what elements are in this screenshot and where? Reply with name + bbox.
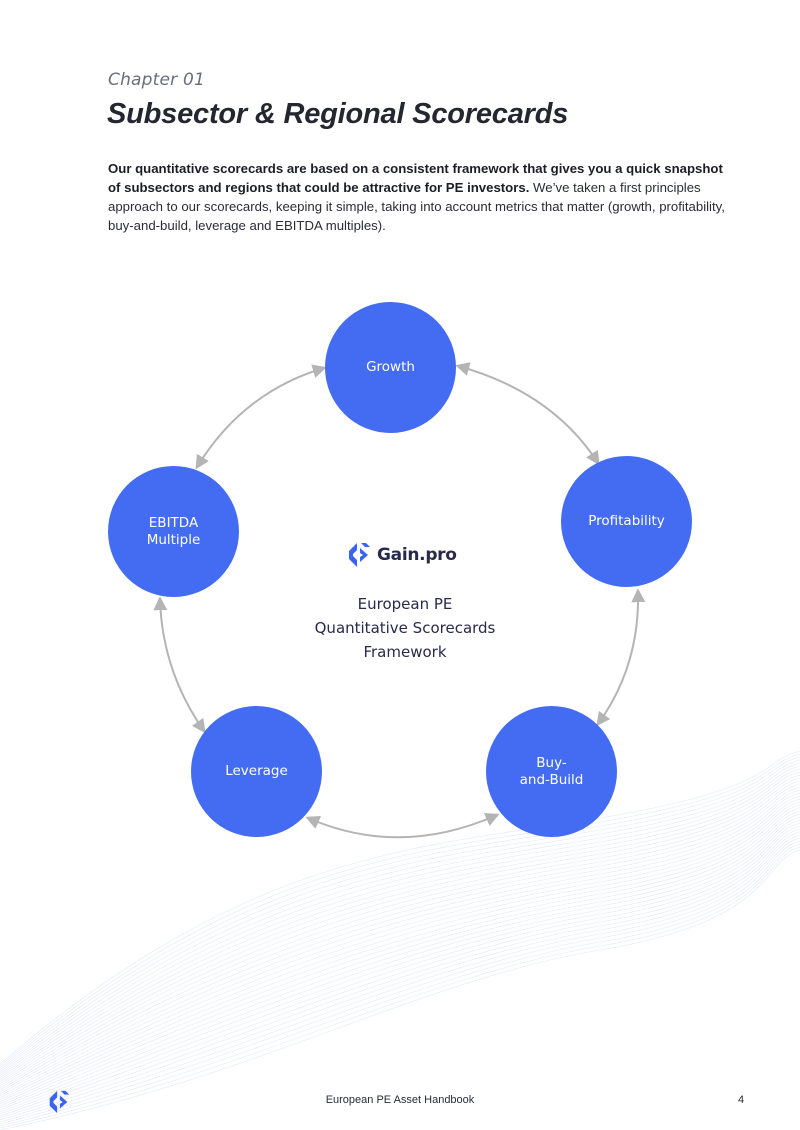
wave-line xyxy=(0,756,800,1069)
intro-regular-text: We’ve taken a first principles approach … xyxy=(108,180,725,233)
wave-line xyxy=(0,813,800,1107)
page-number: 4 xyxy=(738,1094,745,1106)
intro-bold-text: Our quantitative scorecards are based on… xyxy=(108,161,723,195)
wave-line xyxy=(0,819,800,1111)
wave-line xyxy=(0,801,800,1099)
wave-line xyxy=(0,777,800,1083)
arrow-ebitda-growth xyxy=(195,364,327,470)
wave-line xyxy=(0,825,800,1115)
wave-line xyxy=(0,792,800,1093)
node-buy-and-build: Buy- and-Build xyxy=(486,706,617,837)
wave-line xyxy=(0,840,800,1125)
footer-handbook-title: European PE Asset Handbook xyxy=(325,1094,475,1106)
wave-line xyxy=(0,771,800,1079)
wave-line xyxy=(0,759,800,1071)
wave-line xyxy=(0,831,800,1119)
gain-pro-logo-icon xyxy=(349,543,370,567)
footer-gain-pro-icon xyxy=(49,1090,70,1114)
wave-line xyxy=(0,834,800,1121)
wave-line xyxy=(0,828,800,1117)
wave-line xyxy=(0,798,800,1097)
caption-line: Framework xyxy=(363,643,447,661)
page-title: Subsector & Regional Scorecards xyxy=(107,98,569,130)
wave-line xyxy=(0,843,800,1127)
intro-paragraph: Our quantitative scorecards are based on… xyxy=(108,159,738,235)
wave-line xyxy=(0,795,800,1095)
arrow-buy-and-build-leverage xyxy=(305,813,500,839)
wave-line xyxy=(0,753,800,1067)
wave-line xyxy=(0,810,800,1105)
node-growth: Growth xyxy=(325,302,456,433)
caption-line: European PE xyxy=(357,595,453,613)
arrow-profitability-buy-and-build xyxy=(596,588,646,727)
wave-line xyxy=(0,774,800,1081)
wave-line xyxy=(0,780,800,1085)
arrow-growth-profitability xyxy=(455,362,600,466)
wave-line xyxy=(0,837,800,1123)
wave-line xyxy=(0,762,800,1073)
wave-line xyxy=(0,786,800,1089)
wave-line xyxy=(0,804,800,1101)
wave-line xyxy=(0,849,800,1130)
wave-line xyxy=(0,783,800,1087)
wave-line xyxy=(0,807,800,1103)
wave-line xyxy=(0,768,800,1077)
wave-line xyxy=(0,750,800,1065)
center-brand-logo: Gain.pro xyxy=(346,540,457,570)
framework-caption: European PE Quantitative Scorecards Fram… xyxy=(290,592,520,664)
wave-line xyxy=(0,789,800,1091)
chapter-label: Chapter 01 xyxy=(108,70,206,90)
wave-line xyxy=(0,765,800,1075)
arrow-leverage-ebitda xyxy=(153,596,206,734)
wave-line xyxy=(0,822,800,1113)
node-profitability: Profitability xyxy=(561,456,692,587)
caption-line: Quantitative Scorecards xyxy=(314,619,496,637)
brand-name: Gain.pro xyxy=(377,545,457,565)
wave-line xyxy=(0,816,800,1109)
wave-line xyxy=(0,846,800,1129)
node-leverage: Leverage xyxy=(191,706,322,837)
node-ebitda-multiple: EBITDA Multiple xyxy=(108,466,239,597)
